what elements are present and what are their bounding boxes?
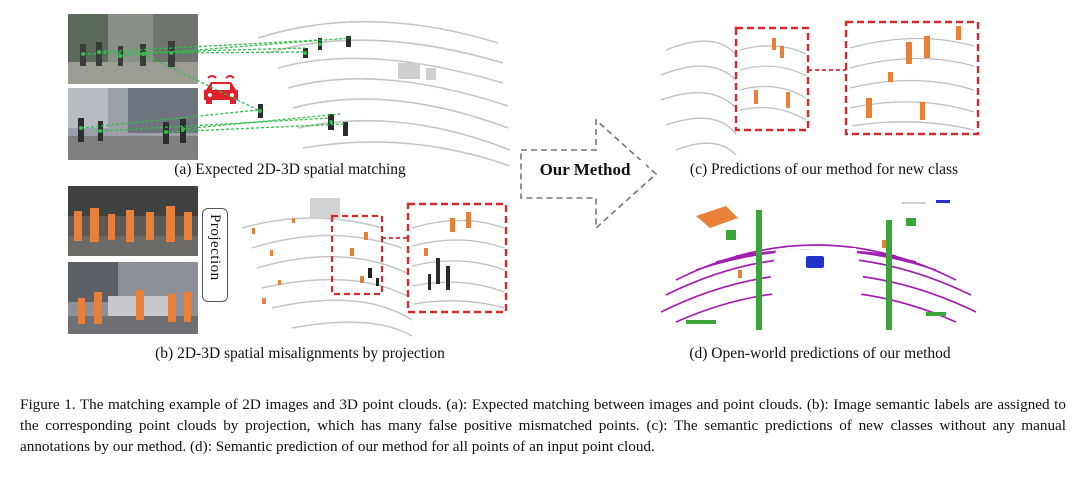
- projection-label-box: Projection: [202, 208, 228, 302]
- our-method-label: Our Method: [524, 160, 646, 180]
- panel-b-caption: (b) 2D-3D spatial misalignments by proje…: [155, 345, 445, 362]
- panel-a-caption: (a) Expected 2D-3D spatial matching: [174, 161, 406, 178]
- panel-a-matching-lines: [80, 37, 351, 133]
- panel-c-point-cloud: [660, 20, 980, 156]
- panel-b-point-cloud: [241, 198, 508, 337]
- panel-c-caption: (c) Predictions of our method for new cl…: [689, 161, 959, 178]
- car-icon: [204, 75, 238, 104]
- projection-label: Projection: [207, 214, 223, 281]
- panel-d-caption: (d) Open-world predictions of our method: [689, 345, 951, 362]
- panel-a-car-icon: [204, 75, 238, 104]
- panel-a-photo-bottom: [68, 88, 198, 160]
- panel-d-point-cloud: [660, 200, 977, 330]
- panel-b-photo-bottom: [68, 262, 198, 334]
- panel-b-photo-top: [68, 186, 198, 256]
- figure-caption: Figure 1. The matching example of 2D ima…: [20, 396, 1066, 455]
- panel-a-point-cloud: [257, 20, 510, 166]
